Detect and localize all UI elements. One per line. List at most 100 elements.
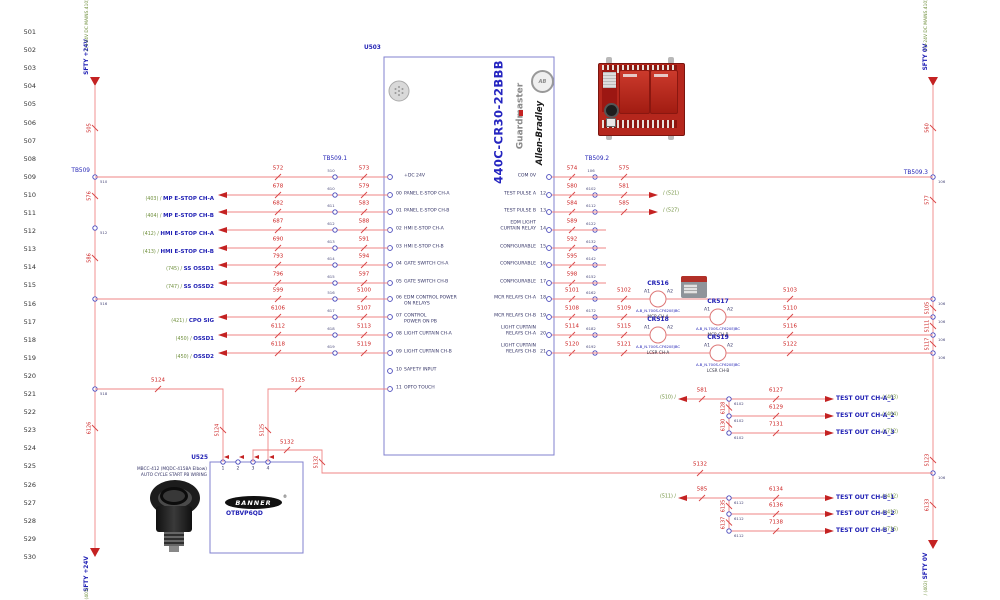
wire-number-tick [772, 510, 780, 518]
terminal-dot [332, 332, 338, 338]
wire-number: 595 [566, 253, 578, 260]
pin-name: OPTO TOUCH [404, 385, 435, 391]
terminal-number: 6152 [586, 274, 596, 280]
pin-name: GATE SWITCH CH-B [404, 279, 449, 285]
wire-number: 5125 [259, 423, 266, 437]
wire-number: 5119 [357, 341, 371, 348]
wire-number: 585 [618, 200, 630, 207]
wire-number-tick [219, 426, 227, 434]
banner-reg-mark: ® [283, 494, 287, 499]
wire-number: 594 [358, 253, 370, 260]
wire-number-tick [929, 304, 937, 312]
terminal-arrow-icon [239, 455, 244, 459]
wire-number: 7131 [769, 421, 783, 428]
wire-number-tick [360, 191, 368, 199]
pin-name: SAFETY INPUT [404, 367, 437, 373]
u503-pin [387, 209, 393, 215]
bus-terminal-number: 516 [100, 301, 108, 307]
wire-number-tick [929, 340, 937, 348]
reference-arrow-icon [218, 314, 227, 320]
mount-ear-icon [668, 57, 674, 64]
connector-pin-dot [398, 90, 400, 92]
plc-door-right [650, 70, 678, 114]
pin-number: 06 [396, 295, 402, 301]
line-number: 529 [23, 534, 36, 543]
pin-number: 10 [396, 367, 402, 373]
bus-wire-number: 505 [86, 123, 93, 133]
terminal-number: 510 [327, 168, 335, 174]
line-number: 501 [23, 27, 36, 36]
u503-pin [387, 350, 393, 356]
plc-led-panel [603, 72, 616, 88]
pin-name: RELAYS CH-B [505, 349, 536, 355]
pin-number: 14 [540, 226, 546, 232]
relay-tag: CR516 [647, 280, 669, 287]
cross-reference: (413) / [142, 250, 161, 255]
reference-arrow-icon [825, 511, 834, 517]
terminal-number: 619 [327, 344, 335, 350]
pin-name: EDM CONTROL POWER [404, 295, 457, 301]
wire-number: 5101 [565, 287, 579, 294]
wire-number: 583 [358, 200, 370, 207]
wire-number-tick [620, 349, 628, 357]
wire-number-tick [360, 173, 368, 181]
terminal-number: 615 [327, 274, 335, 280]
cross-reference: (747) / [166, 285, 184, 290]
bus-continuation-arrow-icon [928, 77, 938, 86]
coil-a2-label: A2 [666, 325, 674, 331]
wire-number: 580 [566, 183, 578, 190]
wire-number-tick [698, 395, 706, 403]
line-number: 514 [23, 263, 36, 272]
wire-number-tick [360, 295, 368, 303]
terminal-dot [332, 227, 338, 233]
coil-a1-label: A1 [643, 289, 651, 295]
terminal-number: 614 [327, 256, 335, 262]
cross-reference: / (521) [663, 191, 680, 197]
terminal-dot [726, 396, 732, 402]
cross-reference: (450) / [175, 337, 194, 342]
wire-number-tick [274, 261, 282, 269]
pin-name: HMI E-STOP CH-B [404, 244, 444, 250]
pin-number: 00 [396, 191, 402, 197]
bus-terminal-number: 512 [100, 230, 108, 236]
terminal-number: 611 [327, 203, 335, 209]
wire-number-tick [929, 322, 937, 330]
pin-name: GATE SWITCH CH-A [404, 261, 449, 267]
wire-number-tick [698, 494, 706, 502]
relay-tag: CR517 [707, 298, 729, 305]
pin-number: 15 [540, 244, 546, 250]
wire-number: 5109 [617, 305, 631, 312]
wire-number: 6129 [769, 404, 783, 411]
reference-arrow-icon [678, 396, 687, 402]
wire-number-tick [294, 385, 302, 393]
u503-pin [546, 350, 552, 356]
wire-number: 5114 [565, 323, 579, 330]
wire-number: 5120 [565, 341, 579, 348]
wire-number-tick [360, 331, 368, 339]
wire-number-tick [929, 501, 937, 509]
pin-name: RELAYS CH-A [505, 331, 536, 337]
pin-name: CURTAIN RELAY [500, 226, 536, 232]
pin-name: +DC 24V [404, 173, 426, 179]
pin-name: COM 0V [517, 173, 536, 179]
pin-name: TEST PULSE A [503, 191, 536, 197]
tb509-1-label: TB509.1 [322, 156, 348, 163]
wire-number-tick [360, 226, 368, 234]
wire-number-tick [772, 412, 780, 420]
wire-number: 5124 [214, 423, 221, 437]
wire-number-tick [360, 313, 368, 321]
wire-number-tick [274, 313, 282, 321]
wire-number: 682 [272, 200, 284, 207]
mount-ear-icon [606, 133, 612, 140]
pin-number: 12 [540, 191, 546, 197]
plc-door-left [619, 70, 650, 114]
reference-arrow-icon [218, 227, 227, 233]
wire-number-tick [154, 385, 162, 393]
bus-terminal-number: 106 [938, 337, 946, 343]
wire-number-tick [620, 313, 628, 321]
pin-number: 04 [396, 261, 402, 267]
reference-arrow-icon [825, 528, 834, 534]
line-number: 528 [23, 516, 36, 525]
u503-pin [387, 332, 393, 338]
